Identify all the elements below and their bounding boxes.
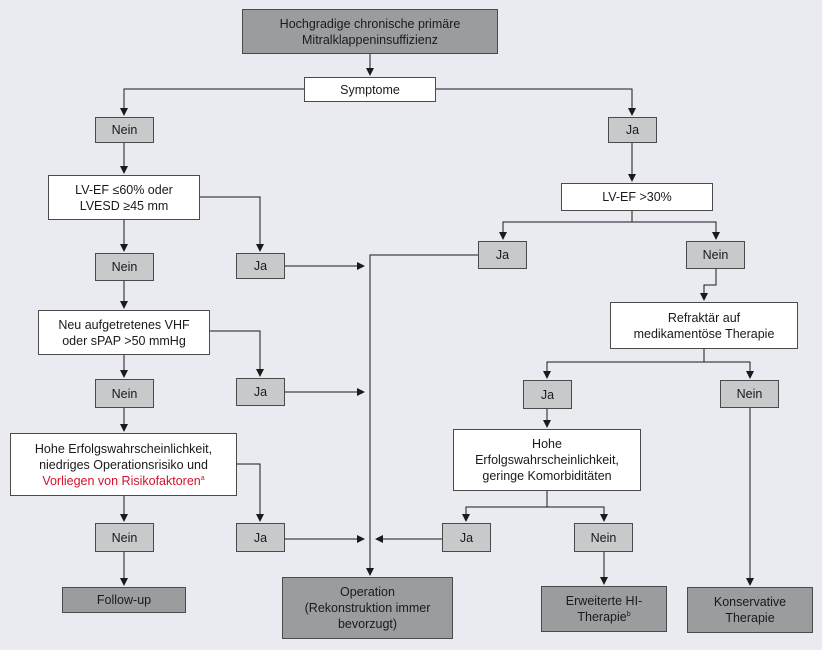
nein-hohe-left-label: Nein: [111, 530, 138, 545]
nein-lvef30-label: Nein: [702, 248, 729, 262]
ja-lvef-box: Ja: [236, 253, 285, 279]
hohe-right-line-1: Hohe: [532, 437, 562, 451]
operation-box: Operation (Rekonstruktion immer bevorzug…: [282, 577, 453, 639]
ja-refraktaer-label: Ja: [540, 387, 555, 402]
hohe-erfolg-left-box: Hohe Erfolgswahrscheinlichkeit, niedrige…: [10, 433, 237, 496]
edge-symptome-ja: [436, 88, 636, 116]
vhf-line-2: oder sPAP >50 mmHg: [62, 333, 186, 348]
vhf-line-1: Neu aufgetretenes VHF: [58, 317, 190, 332]
operation-line-1: Operation: [340, 585, 395, 599]
symptome-label: Symptome: [340, 82, 400, 97]
nein-refraktaer-label: Nein: [736, 387, 763, 401]
erweiterte-line-2: Therapieb: [577, 609, 630, 625]
operation-line-2: (Rekonstruktion immer: [304, 601, 431, 615]
konservative-line-1: Konservative: [713, 595, 787, 609]
hohe-erfolg-right-box: Hohe Erfolgswahrscheinlichkeit, geringe …: [453, 429, 641, 491]
ja-symptome-box: Ja: [608, 117, 657, 143]
nein-hohe-right-label: Nein: [590, 530, 617, 545]
hohe-right-line-3: geringe Komorbiditäten: [482, 469, 612, 483]
lvef30-box: LV-EF >30%: [561, 183, 713, 211]
ja-hohe-left-label: Ja: [253, 530, 268, 545]
refraktaer-box: Refraktär auf medikamentöse Therapie: [610, 302, 798, 349]
risikofaktoren-line: Vorliegen von Risikofaktorena: [42, 473, 204, 489]
ja-refraktaer-box: Ja: [523, 380, 572, 409]
followup-box: Follow-up: [62, 587, 186, 613]
edge-vhf-ja: [210, 330, 264, 377]
edge-symptome-nein: [120, 88, 304, 116]
hohe-right-line-2: Erfolgswahrscheinlichkeit,: [475, 453, 619, 467]
hohe-left-line-1: Hohe Erfolgswahrscheinlichkeit,: [34, 441, 213, 456]
lvef-lvesd-box: LV-EF ≤60% oder LVESD ≥45 mm: [48, 175, 200, 220]
nein-symptome-box: Nein: [95, 117, 154, 143]
refraktaer-line-2: medikamentöse Therapie: [633, 326, 775, 341]
hohe-left-line-2: niedriges Operationsrisiko und: [39, 457, 208, 472]
edge-lvef-ja: [200, 196, 264, 252]
konservative-box: Konservative Therapie: [687, 587, 813, 633]
erweiterte-therapie-label: Therapie: [577, 610, 627, 624]
edge-hohe-left-ja: [237, 463, 264, 522]
root-box: Hochgradige chronische primäre Mitralkla…: [242, 9, 498, 54]
ja-hohe-left-box: Ja: [236, 523, 285, 552]
edge-nein-refr: [700, 269, 717, 301]
symptome-box: Symptome: [304, 77, 436, 102]
edge-hohe-right-split: [462, 491, 548, 522]
ja-lvef30-box: Ja: [478, 241, 527, 269]
ja-lvef30-label: Ja: [495, 248, 510, 262]
ja-hohe-right-box: Ja: [442, 523, 491, 552]
followup-label: Follow-up: [96, 593, 152, 607]
erweiterte-footnote: b: [626, 610, 631, 618]
edge-refr-split: [543, 349, 705, 379]
ja-hohe-right-label: Ja: [459, 530, 474, 545]
nein-hohe-right-box: Nein: [574, 523, 633, 552]
edge-ja-right-op: [366, 254, 478, 576]
ja-vhf-label: Ja: [253, 385, 268, 399]
edge-lvef30-split: [499, 211, 633, 240]
nein-vhf-label: Nein: [111, 386, 138, 401]
lvef30-label: LV-EF >30%: [602, 190, 672, 204]
nein-refraktaer-box: Nein: [720, 380, 779, 408]
risikofaktoren-footnote: a: [200, 474, 205, 482]
root-line-1: Hochgradige chronische primäre: [279, 16, 461, 31]
lvef-lvesd-line-1: LV-EF ≤60% oder: [75, 182, 173, 197]
root-line-2: Mitralklappeninsuffizienz: [302, 32, 438, 47]
nein-lvef-label: Nein: [111, 260, 138, 274]
vhf-box: Neu aufgetretenes VHF oder sPAP >50 mmHg: [38, 310, 210, 355]
lvef-lvesd-line-2: LVESD ≥45 mm: [79, 198, 169, 213]
ja-vhf-box: Ja: [236, 378, 285, 406]
konservative-line-2: Therapie: [725, 611, 775, 625]
nein-lvef30-box: Nein: [686, 241, 745, 269]
ja-symptome-label: Ja: [625, 123, 640, 137]
erweiterte-box: Erweiterte HI- Therapieb: [541, 586, 667, 632]
erweiterte-line-1: Erweiterte HI-: [565, 594, 643, 608]
nein-lvef-box: Nein: [95, 253, 154, 281]
risikofaktoren-label: Vorliegen von Risikofaktoren: [42, 473, 201, 488]
nein-vhf-box: Nein: [95, 379, 154, 408]
ja-lvef-label: Ja: [253, 259, 268, 273]
operation-line-3: bevorzugt): [337, 617, 398, 631]
nein-hohe-left-box: Nein: [95, 523, 154, 552]
refraktaer-line-1: Refraktär auf: [667, 310, 741, 325]
nein-symptome-label: Nein: [111, 123, 138, 137]
